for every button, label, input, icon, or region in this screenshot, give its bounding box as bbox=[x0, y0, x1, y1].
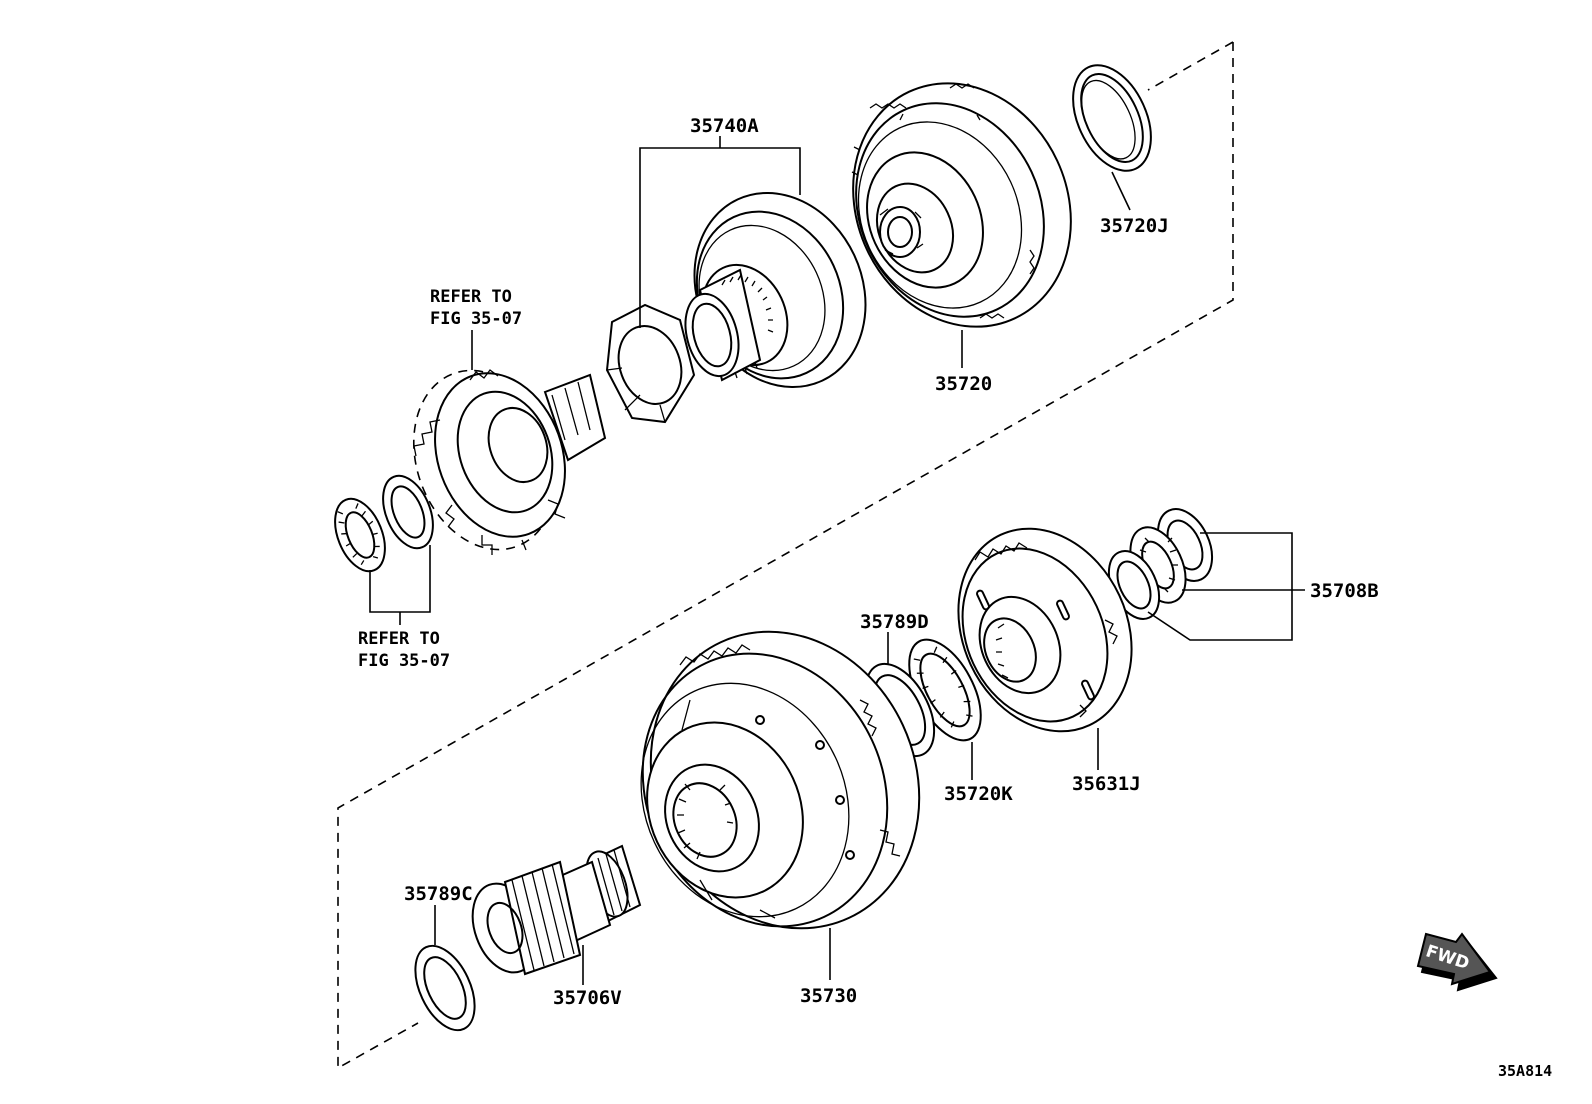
washer-35789c[interactable] bbox=[403, 937, 486, 1040]
label-35720: 35720 bbox=[935, 373, 992, 395]
clutch-drum-35740a[interactable] bbox=[663, 165, 896, 416]
label-35706v: 35706V bbox=[553, 987, 622, 1009]
label-35740a: 35740A bbox=[690, 115, 759, 137]
label-35789c: 35789C bbox=[404, 883, 473, 905]
bearing-set-35708b[interactable] bbox=[1099, 500, 1223, 627]
clutch-drum-35720[interactable] bbox=[814, 47, 1110, 362]
label-35708b: 35708B bbox=[1310, 580, 1379, 602]
pinion-shaft-35706v[interactable] bbox=[461, 844, 642, 982]
ring-gear-drum-35730[interactable] bbox=[599, 587, 967, 972]
leader-lines bbox=[369, 136, 1305, 985]
fwd-arrow-icon: FWD bbox=[1416, 932, 1498, 992]
label-35720j: 35720J bbox=[1100, 215, 1169, 237]
thrust-bearing-35720k[interactable] bbox=[894, 628, 995, 751]
reference-upper-line1: REFER TO bbox=[430, 287, 512, 307]
label-35631j: 35631J bbox=[1072, 773, 1141, 795]
label-35789d: 35789D bbox=[860, 611, 929, 633]
reference-lower-line1: REFER TO bbox=[358, 629, 440, 649]
planetary-carrier-35631j[interactable] bbox=[926, 500, 1163, 760]
assembly-outline bbox=[337, 41, 1234, 1070]
label-35730: 35730 bbox=[800, 985, 857, 1007]
washer-upper bbox=[382, 474, 434, 550]
figure-code: 35A814 bbox=[1498, 1062, 1552, 1080]
reference-gear-upper bbox=[412, 369, 607, 555]
thrust-bearing-upper bbox=[334, 497, 386, 573]
hex-nut[interactable] bbox=[605, 303, 696, 424]
label-35720k: 35720K bbox=[944, 783, 1013, 805]
seal-ring-35720j[interactable] bbox=[1058, 53, 1167, 183]
reference-lower-line2: FIG 35-07 bbox=[358, 651, 450, 671]
reference-upper-line2: FIG 35-07 bbox=[430, 309, 522, 329]
